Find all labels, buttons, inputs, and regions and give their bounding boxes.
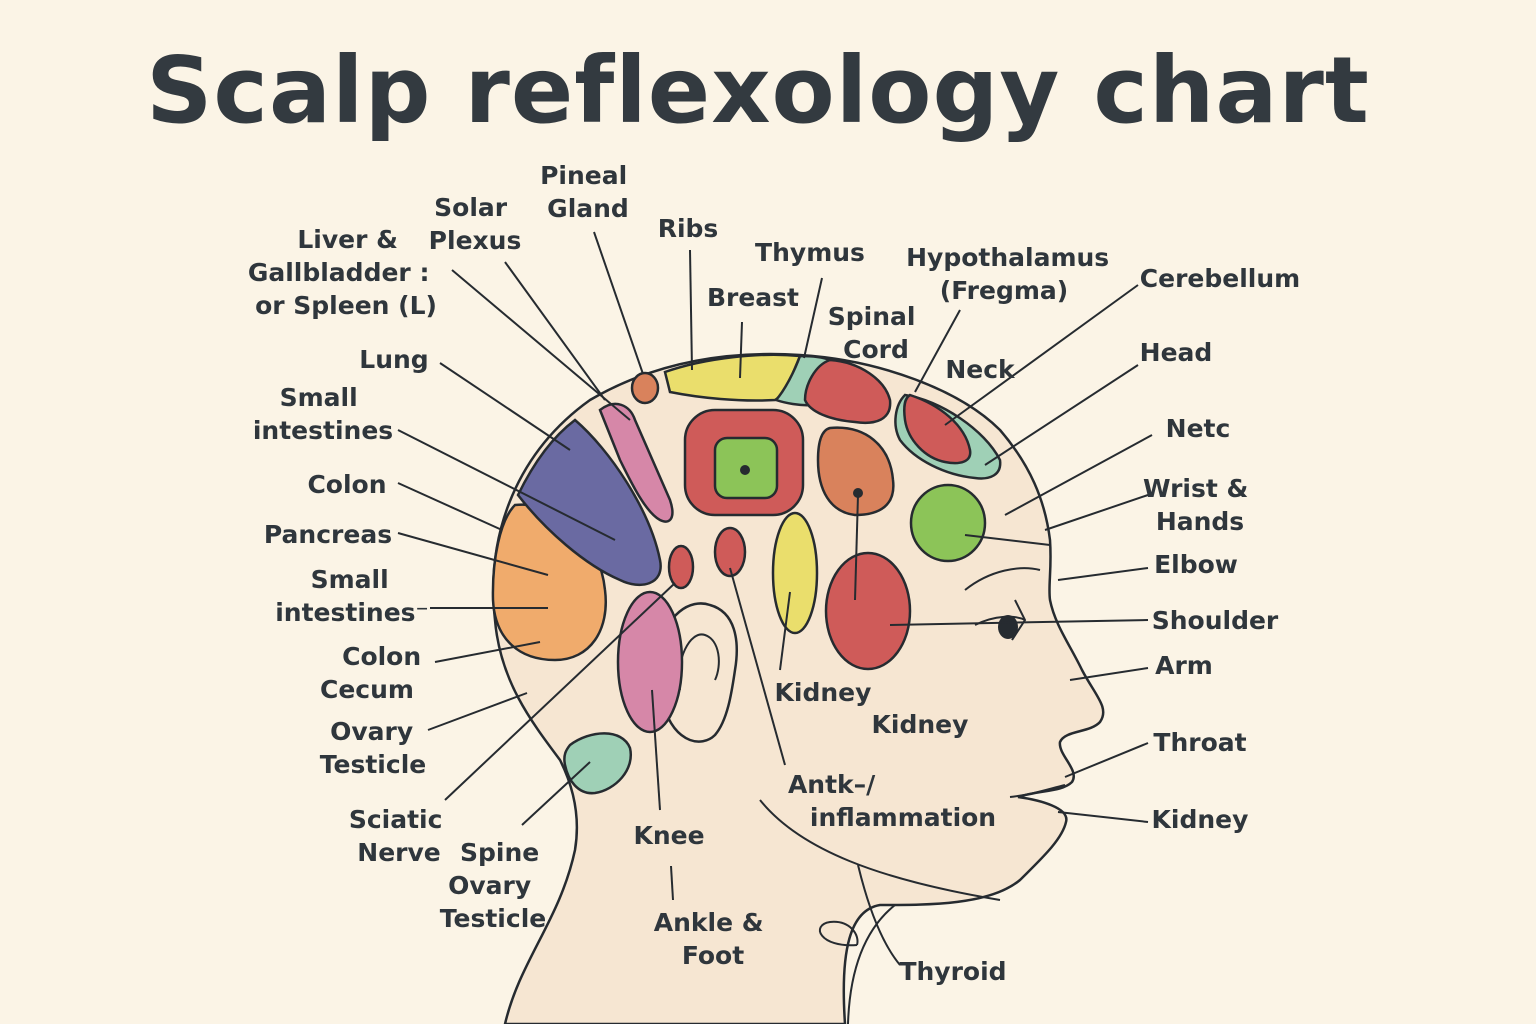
label-head: Head: [1140, 338, 1213, 367]
label-neck: Neck: [945, 355, 1016, 384]
line-kidney-1: [779, 591, 791, 671]
zone-lung: [516, 418, 662, 587]
label-spine-ovary-testicle: Spine Ovary Testicle: [440, 838, 548, 933]
label-shoulder: Shoulder: [1152, 606, 1279, 635]
label-pancreas: Pancreas: [264, 520, 392, 549]
line-kidney-3: [1057, 811, 1149, 823]
line-small-intestines-1: [397, 429, 616, 541]
label-colon-cecum: Colon Cecum: [320, 642, 430, 704]
mouth-line: [1009, 784, 1066, 798]
label-small-intestines-2: Small intestines⁻: [275, 565, 429, 627]
line-antk: [729, 567, 786, 766]
zone-neck: [816, 426, 895, 517]
eyebrow: [964, 567, 1041, 591]
line-colon-cecum: [434, 641, 541, 663]
label-kidney-2: Kidney: [872, 710, 969, 739]
label-thymus: Thymus: [755, 238, 865, 267]
label-throat: Throat: [1153, 728, 1246, 757]
leader-lines: [397, 231, 1153, 966]
line-cerebellum: [944, 284, 1139, 426]
zone-neck-dot: [853, 488, 863, 498]
label-antk: Antk–/ inflammation: [788, 770, 996, 832]
label-kidney-1: Kidney: [775, 678, 872, 707]
zone-liver: [598, 402, 674, 523]
zone-sciatic: [667, 544, 695, 590]
line-lung: [439, 362, 571, 451]
line-pancreas: [397, 532, 549, 576]
zone-shoulder: [824, 551, 912, 671]
label-small-intestines-1: Small intestines: [253, 383, 393, 445]
zone-pineal-gland: [630, 371, 660, 405]
labels: Pineal Gland Solar Plexus Liver & Gallbl…: [248, 161, 1300, 986]
label-breast: Breast: [707, 283, 799, 312]
line-netc: [1004, 434, 1153, 516]
label-liver: Liver & Gallbladder : or Spleen (L): [248, 225, 438, 320]
line-kidney-2: [854, 494, 859, 601]
eye-pupil: [998, 615, 1018, 639]
zone-cerebellum: [902, 393, 972, 465]
line-ankle-foot: [670, 865, 674, 901]
label-spinal-cord: Spinal Cord: [828, 302, 924, 364]
label-wrist-hands: Wrist & Hands: [1143, 474, 1257, 536]
line-sciatic: [444, 582, 676, 801]
thyroid-bump: [819, 920, 859, 947]
label-netc: Netc: [1166, 414, 1231, 443]
line-wrist-hands: [1044, 494, 1149, 531]
zone-kidney-yellow: [771, 511, 819, 635]
chart-title: Scalp reflexology chart: [146, 37, 1370, 144]
label-solar-plexus: Solar Plexus: [429, 193, 522, 255]
line-shoulder: [889, 619, 1149, 626]
label-sciatic-nerve: Sciatic Nerve: [349, 805, 451, 867]
label-hypothalamus: Hypothalamus (Fregma): [906, 243, 1118, 305]
line-elbow: [1057, 567, 1149, 581]
reflex-zones: [491, 353, 1002, 795]
line-spine: [521, 761, 591, 826]
label-ankle-foot: Ankle & Foot: [654, 908, 773, 970]
line-head: [984, 364, 1139, 466]
zone-center-dot: [740, 465, 750, 475]
line-thyroid: [857, 864, 901, 966]
line-pineal-gland: [593, 231, 644, 375]
line-ovary-testicle-1: [427, 692, 528, 731]
label-thyroid: Thyroid: [899, 957, 1006, 986]
label-lung: Lung: [359, 345, 428, 374]
line-liver: [451, 269, 631, 421]
label-kidney-3: Kidney: [1152, 805, 1249, 834]
line-hypothalamus: [914, 309, 961, 393]
label-colon-1: Colon: [307, 470, 386, 499]
zone-spinal-cord: [803, 358, 892, 424]
neck-front-line: [847, 904, 896, 1024]
line-breast: [739, 321, 743, 379]
label-elbow: Elbow: [1154, 550, 1238, 579]
line-knee: [651, 689, 661, 811]
label-knee: Knee: [633, 821, 704, 850]
line-thymus: [803, 277, 823, 359]
zone-spine: [563, 732, 633, 795]
zone-knee: [616, 590, 684, 734]
jaw-line: [759, 799, 1001, 901]
label-arm: Arm: [1155, 651, 1213, 680]
line-solar-plexus: [504, 261, 606, 401]
line-throat: [1064, 742, 1149, 778]
label-cerebellum: Cerebellum: [1140, 264, 1300, 293]
label-ovary-testicle-1: Ovary Testicle: [320, 717, 426, 779]
line-colon-1: [397, 482, 503, 531]
line-arm: [1069, 667, 1149, 681]
label-ribs: Ribs: [658, 214, 719, 243]
zone-antk: [713, 526, 747, 578]
zone-wrist-hands: [909, 483, 987, 563]
line-wrist-hands-2: [964, 534, 1051, 546]
line-ribs: [689, 249, 693, 371]
label-pineal-gland: Pineal Gland: [540, 161, 636, 223]
